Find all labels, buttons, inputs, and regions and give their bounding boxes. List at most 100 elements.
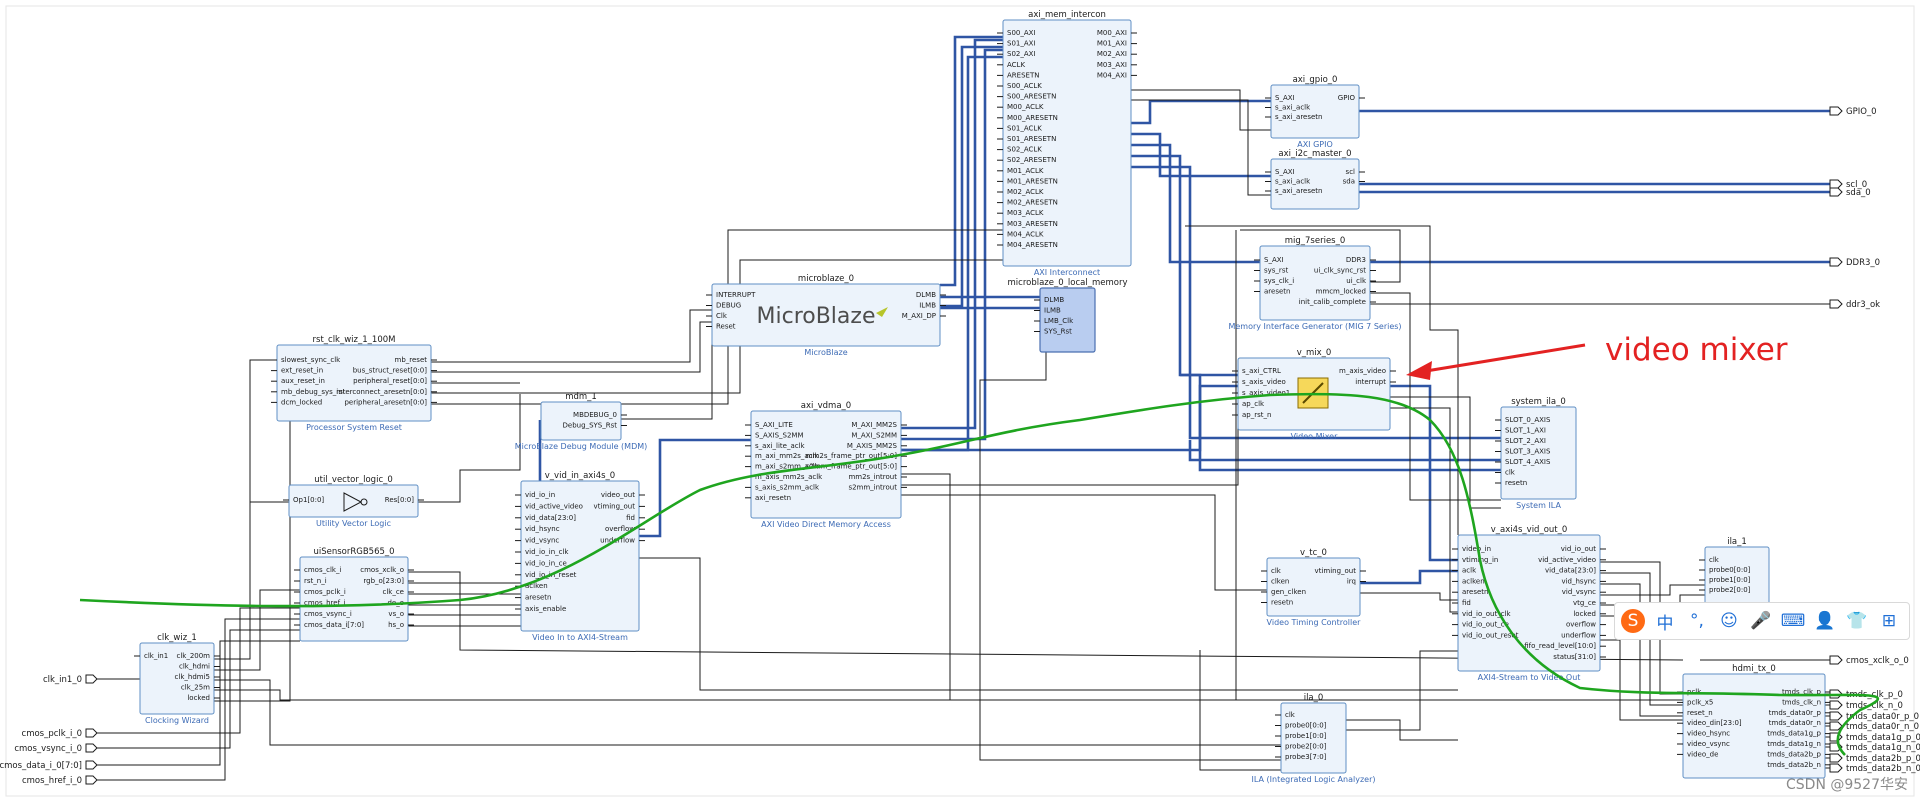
output-port-icon[interactable] <box>1829 732 1843 742</box>
bus-connections <box>538 35 1830 585</box>
pin-label-right: irq <box>1347 578 1356 586</box>
pin-label-right: M02_AXI <box>1097 50 1127 58</box>
pin-label-right: tmds_data1g_n <box>1767 740 1821 748</box>
pin-label-left: S01_ARESETN <box>1007 135 1056 143</box>
block-body[interactable] <box>1259 245 1371 321</box>
hdmi-tx-0-block[interactable]: hdmi_tx_0pclkpclk_x5reset_nvideo_din[23:… <box>1677 664 1831 779</box>
output-port-icon[interactable] <box>1829 257 1843 267</box>
output-port-icon[interactable] <box>1829 700 1843 710</box>
input-port-icon[interactable] <box>85 728 98 738</box>
uiSensorRGB565-0-block[interactable]: uiSensorRGB565_0cmos_clk_irst_n_icmos_pc… <box>294 547 414 642</box>
skin-icon[interactable]: 👕 <box>1846 611 1868 631</box>
block-title: axi_gpio_0 <box>1293 75 1338 85</box>
block-body[interactable] <box>276 344 432 422</box>
microblaze-0-block[interactable]: microblaze_0MicroBlazeMicroBlazeINTERRUP… <box>706 274 946 357</box>
pin-label-left: vid_io_in_ce <box>525 559 567 567</box>
pin-label-left: aresetn <box>525 594 551 602</box>
axi-i2c-master-0-block[interactable]: axi_i2c_master_0S_AXIs_axi_aclks_axi_are… <box>1265 149 1365 210</box>
pin-label-right: Debug_SYS_Rst <box>563 422 618 430</box>
output-port-icon[interactable] <box>1829 299 1843 309</box>
block-title: v_tc_0 <box>1300 548 1327 558</box>
punctuation-icon[interactable]: °, <box>1690 611 1704 631</box>
pin-label-right: DDR3 <box>1346 256 1366 264</box>
pin-label-left: s_axis_video1 <box>1242 389 1290 397</box>
block-body[interactable] <box>1500 406 1577 500</box>
pin-label-left: Op1[0:0] <box>293 496 324 504</box>
block-body[interactable] <box>1039 287 1096 353</box>
pin-label-left: aux_reset_in <box>281 377 325 385</box>
block-body[interactable] <box>1002 19 1132 267</box>
pin-label-left: s_axi_CTRL <box>1242 367 1281 375</box>
input-port-icon[interactable] <box>85 760 98 770</box>
block-body[interactable] <box>299 556 409 642</box>
output-port-icon[interactable] <box>1829 106 1843 116</box>
pin-label-right: MBDEBUG_0 <box>573 411 617 419</box>
input-port-icon[interactable] <box>85 743 98 753</box>
pin-label-right: M_AXIS_MM2S <box>847 442 898 450</box>
block-body[interactable] <box>288 484 419 518</box>
pin-label-right: underflow <box>1561 631 1596 639</box>
output-port-icon[interactable] <box>1829 187 1843 197</box>
block-body[interactable] <box>1270 84 1360 139</box>
user-icon[interactable]: 👤 <box>1814 611 1836 631</box>
block-body[interactable] <box>750 410 902 519</box>
pin-label-right: tmds_data2b_p <box>1767 750 1821 758</box>
output-port-icon[interactable] <box>1829 753 1843 763</box>
emoji-icon[interactable]: ☺ <box>1720 611 1738 631</box>
microblaze-logo: MicroBlaze <box>757 304 876 329</box>
block-title: microblaze_0 <box>798 274 854 284</box>
pin-label-left: clken <box>1271 578 1289 586</box>
pin-label-left: vid_io_out_clk <box>1462 610 1512 618</box>
output-port-icon[interactable] <box>1829 763 1843 773</box>
keyboard-icon[interactable]: ⌨ <box>1780 611 1806 631</box>
block-subtitle: MicroBlaze Debug Module (MDM) <box>515 442 648 451</box>
input-port-icon[interactable] <box>85 775 98 785</box>
output-port-icon[interactable] <box>1829 721 1843 731</box>
block-body[interactable] <box>1682 673 1826 779</box>
external-port-label: tmds_data1g_p_0 <box>1846 733 1920 743</box>
pin-label-left: vid_data[23:0] <box>525 514 576 522</box>
sogou-logo-icon[interactable]: S <box>1621 609 1645 633</box>
pin-label-left: vid_vsync <box>525 537 559 545</box>
pin-label-left: M02_ACLK <box>1007 188 1044 196</box>
chinese-input-icon[interactable]: 中 <box>1656 613 1674 634</box>
block-body[interactable] <box>520 480 640 632</box>
external-port-label: tmds_clk_n_0 <box>1846 701 1903 711</box>
green-highlight-stroke <box>79 392 1880 756</box>
pin-label-left: Clk <box>716 312 728 320</box>
block-body[interactable] <box>711 283 941 347</box>
output-port-icon[interactable] <box>1829 655 1843 665</box>
annotation-arrowhead-icon <box>1406 361 1432 380</box>
input-port-icon[interactable] <box>85 674 98 684</box>
microblaze-0-local-memory-block[interactable]: microblaze_0_local_memoryDLMBILMBLMB_Clk… <box>1008 278 1128 353</box>
block-body[interactable] <box>1266 557 1361 617</box>
pin-label-right: ILMB <box>919 302 936 310</box>
block-body[interactable] <box>540 401 622 441</box>
external-port-label: sda_0 <box>1846 188 1871 198</box>
output-port-icon[interactable] <box>1829 179 1843 189</box>
block-body[interactable] <box>1270 158 1360 210</box>
pin-label-left: Reset <box>716 323 736 331</box>
microphone-icon[interactable]: 🎤 <box>1750 611 1772 631</box>
block-body[interactable] <box>1280 702 1347 774</box>
grid-menu-icon[interactable]: ⊞ <box>1881 611 1897 631</box>
pin-label-left: s_axi_lite_aclk <box>755 442 806 450</box>
block-body[interactable] <box>139 642 215 715</box>
output-port-icon[interactable] <box>1829 711 1843 721</box>
